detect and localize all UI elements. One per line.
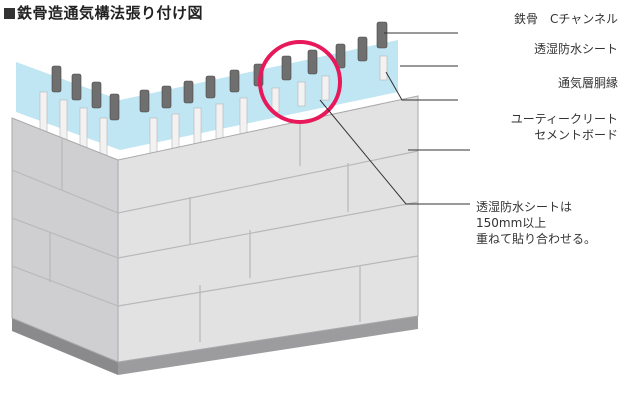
note-line3: 重ねて貼り合わせる。 bbox=[476, 232, 597, 246]
label-c-channel: 鉄骨 Cチャンネル bbox=[513, 12, 618, 26]
board-joints bbox=[11, 121, 419, 342]
note-line1: 透湿防水シートは bbox=[476, 200, 573, 214]
overlap-highlight-circle bbox=[258, 40, 342, 124]
furring-strips bbox=[39, 55, 388, 159]
steel-channels bbox=[51, 21, 388, 121]
diagram-title: 鉄骨造通気構法張り付け図 bbox=[4, 2, 203, 23]
label-board-line2: セメントボード bbox=[534, 128, 618, 142]
moisture-sheet-left bbox=[16, 62, 120, 150]
label-board-line1: ユーティークリート bbox=[510, 112, 618, 126]
label-air-layer-edge: 通気層胴縁 bbox=[557, 76, 618, 90]
note-line2: 150mm以上 bbox=[476, 216, 547, 230]
leader-lines bbox=[319, 32, 470, 205]
moisture-sheet-front bbox=[120, 40, 398, 150]
foundation-front bbox=[118, 316, 418, 375]
foundation-left bbox=[12, 318, 118, 375]
label-moisture-sheet: 透湿防水シート bbox=[533, 42, 618, 56]
